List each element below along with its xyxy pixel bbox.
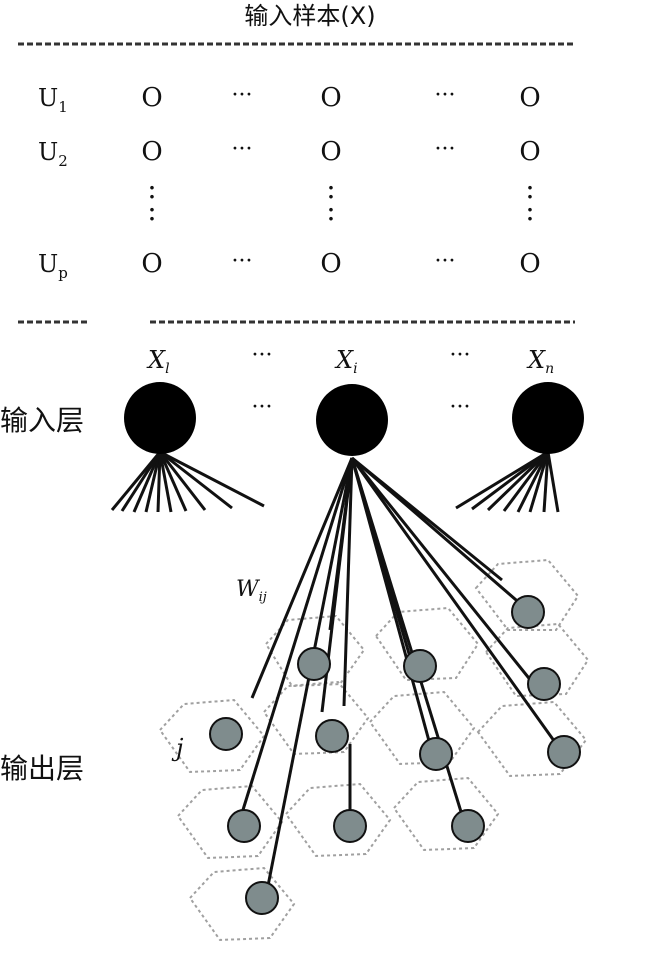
output-node	[315, 719, 349, 753]
sample-symbol: O	[141, 83, 162, 113]
input-node-label-xn: Xn	[526, 346, 554, 377]
output-node	[527, 667, 561, 701]
output-hex-grid	[158, 558, 590, 942]
diagram-title: 输入样本(X)	[244, 2, 375, 30]
output-node	[403, 649, 437, 683]
input-node-xl	[124, 382, 196, 454]
output-node	[227, 809, 261, 843]
sample-symbol: O	[519, 83, 540, 113]
vertical-ellipsis: :	[525, 172, 534, 205]
output-layer-label: 输出层	[0, 752, 84, 785]
output-node	[451, 809, 485, 843]
sample-symbol: O	[320, 83, 341, 113]
vertical-ellipsis: :	[525, 194, 534, 227]
output-node	[511, 595, 545, 629]
sample-ellipsis: ···	[232, 249, 253, 274]
vertical-ellipsis: :	[147, 194, 156, 227]
ellipsis: ···	[252, 395, 273, 420]
ellipsis: ···	[450, 343, 471, 368]
input-node-xn	[512, 382, 584, 454]
sample-row-label-u2: U2	[38, 138, 68, 170]
sample-ellipsis: ···	[435, 249, 456, 274]
sample-ellipsis: ···	[435, 137, 456, 162]
sample-symbol: O	[320, 249, 341, 279]
xl-fan-lines	[110, 450, 265, 513]
sample-symbol: O	[141, 249, 162, 279]
sample-ellipsis: ···	[232, 83, 253, 108]
ellipsis: ···	[252, 343, 273, 368]
input-node-label-xi: Xi	[334, 346, 358, 377]
vertical-ellipsis: :	[326, 172, 335, 205]
output-node	[419, 737, 453, 771]
sample-row-label-up: Up	[38, 250, 68, 282]
input-node-xi	[316, 384, 388, 456]
sample-symbol: O	[141, 137, 162, 167]
input-node-label-xl: Xl	[146, 346, 170, 377]
input-layer-label: 输入层	[0, 404, 84, 437]
output-node	[245, 881, 279, 915]
sample-symbol: O	[519, 249, 540, 279]
output-node	[547, 735, 581, 769]
xn-fan-lines	[455, 450, 560, 513]
sample-symbol: O	[320, 137, 341, 167]
sample-ellipsis: ···	[435, 83, 456, 108]
vertical-ellipsis: :	[326, 194, 335, 227]
ellipsis: ···	[450, 395, 471, 420]
output-node	[333, 809, 367, 843]
sample-symbol: O	[519, 137, 540, 167]
output-node	[209, 717, 243, 751]
output-nodes	[209, 595, 581, 915]
sample-ellipsis: ···	[232, 137, 253, 162]
weight-label: Wij	[236, 577, 267, 605]
sample-row-label-u1: U1	[38, 84, 68, 116]
vertical-ellipsis: :	[147, 172, 156, 205]
output-node	[297, 647, 331, 681]
